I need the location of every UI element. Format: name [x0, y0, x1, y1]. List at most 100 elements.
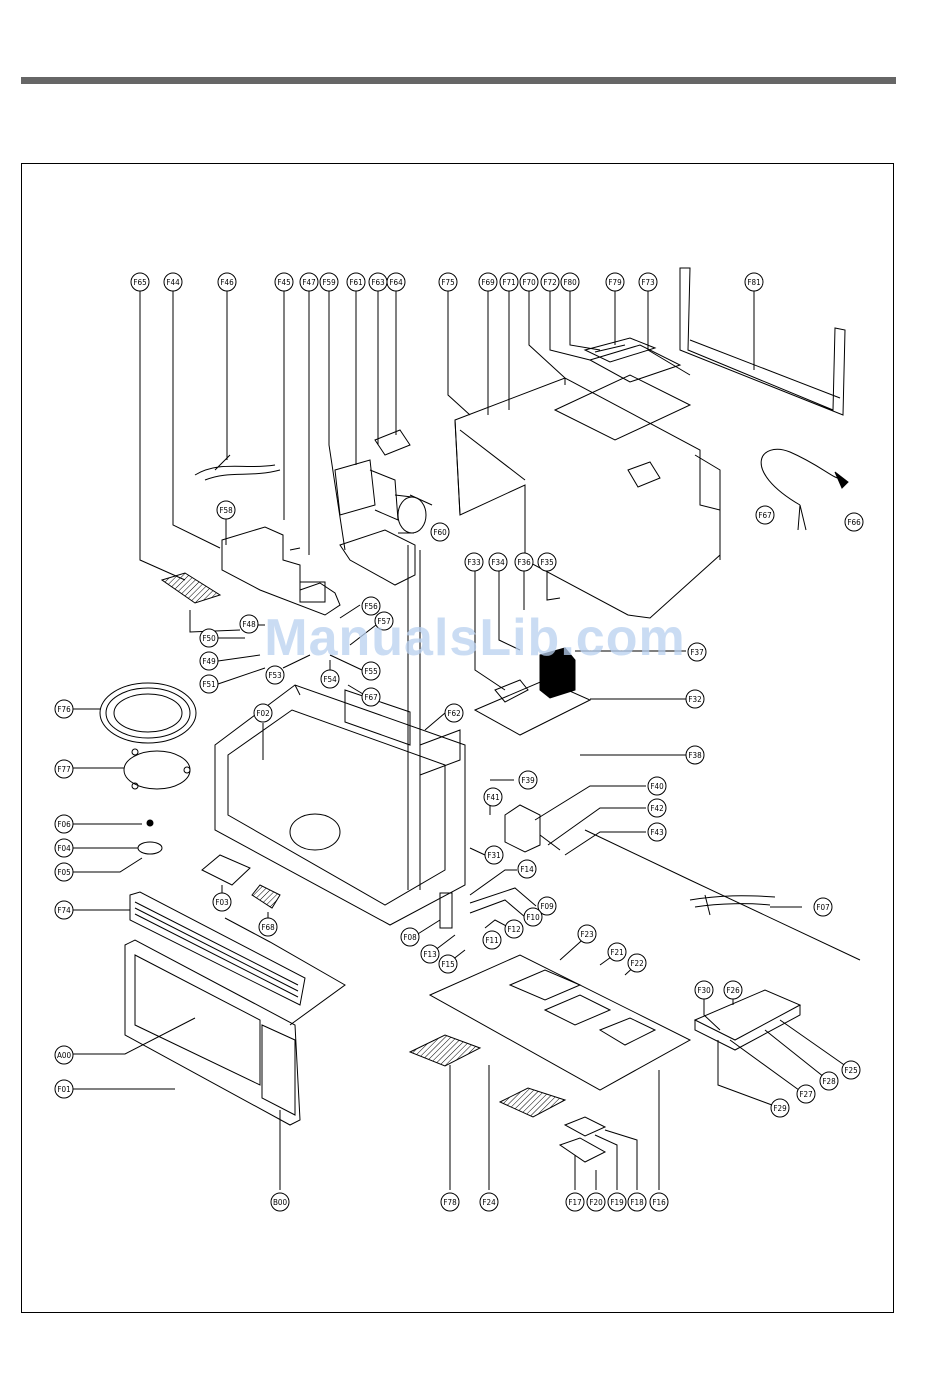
callout-bubble	[694, 980, 714, 1000]
callout-bubble	[299, 272, 319, 292]
callout-text: F13	[423, 950, 436, 959]
callout-f47: F47	[299, 272, 319, 292]
callout-bubble	[770, 1098, 790, 1118]
callout-bubble	[565, 1192, 585, 1212]
callout-f33: F33	[464, 552, 484, 572]
callout-bubble	[54, 1045, 74, 1065]
callout-bubble	[438, 954, 458, 974]
callout-bubble	[479, 1192, 499, 1212]
callout-text: F64	[389, 278, 403, 287]
callout-text: F58	[219, 506, 233, 515]
callout-f21: F21	[607, 942, 627, 962]
callout-f23: F23	[577, 924, 597, 944]
callout-bubble	[519, 272, 539, 292]
callout-bubble	[844, 512, 864, 532]
callout-text: F81	[747, 278, 760, 287]
callout-text: F20	[589, 1198, 603, 1207]
callout-bubble	[482, 930, 502, 950]
callout-f57: F57	[374, 611, 394, 631]
callout-bubble	[199, 674, 219, 694]
callout-text: F34	[491, 558, 505, 567]
callout-f40: F40	[647, 776, 667, 796]
callout-text: F74	[57, 906, 71, 915]
callout-f42: F42	[647, 798, 667, 818]
callout-text: F49	[202, 657, 216, 666]
oven-cavity-drawing	[214, 684, 466, 926]
vent-grille-drawing	[201, 854, 281, 909]
callout-bubble	[504, 919, 524, 939]
fan-motor-drawing	[334, 429, 427, 586]
callout-text: F68	[261, 923, 275, 932]
callout-text: F45	[277, 278, 290, 287]
callout-f39: F39	[518, 770, 538, 790]
header-rule	[21, 77, 896, 84]
callout-f73: F73	[638, 272, 658, 292]
callout-f08: F08	[400, 927, 420, 947]
callout-f11: F11	[482, 930, 502, 950]
callout-text: F01	[57, 1085, 70, 1094]
callout-a00: A00	[54, 1045, 74, 1065]
callout-f58: F58	[216, 500, 236, 520]
callout-bubble	[253, 703, 273, 723]
callout-bubble	[54, 900, 74, 920]
callout-b00: B00	[270, 1192, 290, 1212]
callout-bubble	[647, 822, 667, 842]
callout-bubble	[607, 1192, 627, 1212]
callout-text: A00	[57, 1051, 72, 1060]
callout-f28: F28	[819, 1071, 839, 1091]
callout-f79: F79	[605, 272, 625, 292]
magnetron-drawing	[504, 804, 561, 853]
callout-text: F78	[443, 1198, 457, 1207]
callout-f56: F56	[361, 596, 381, 616]
callout-f34: F34	[488, 552, 508, 572]
callout-bubble	[560, 272, 580, 292]
wire-harness-drawing	[194, 454, 281, 481]
callout-text: F69	[481, 278, 495, 287]
callout-text: F41	[486, 793, 499, 802]
callout-bubble	[319, 272, 339, 292]
callout-f04: F04	[54, 838, 74, 858]
callout-text: F11	[485, 936, 498, 945]
callout-f71: F71	[499, 272, 519, 292]
callout-f43: F43	[647, 822, 667, 842]
callout-f62: F62	[444, 703, 464, 723]
callout-text: F42	[650, 804, 663, 813]
callout-text: F02	[256, 709, 269, 718]
callout-bubble	[537, 552, 557, 572]
callout-f72: F72	[540, 272, 560, 292]
callout-f36: F36	[514, 552, 534, 572]
callout-f10: F10	[523, 907, 543, 927]
callout-f67: F67	[755, 505, 775, 525]
callout-bubble	[130, 272, 150, 292]
callout-f26: F26	[723, 980, 743, 1000]
callout-bubble	[605, 272, 625, 292]
callout-text: F12	[507, 925, 520, 934]
callout-f09: F09	[537, 896, 557, 916]
callout-text: F79	[608, 278, 622, 287]
callout-bubble	[258, 917, 278, 937]
callout-f37: F37	[687, 642, 707, 662]
callout-f46: F46	[217, 272, 237, 292]
callout-f02: F02	[253, 703, 273, 723]
callout-f69: F69	[478, 272, 498, 292]
callout-text: F29	[773, 1104, 787, 1113]
callout-text: F55	[364, 667, 377, 676]
diagram-frame	[21, 163, 894, 1313]
callout-text: F30	[697, 986, 711, 995]
callout-text: F33	[467, 558, 480, 567]
callout-bubble	[239, 614, 259, 634]
callout-text: F18	[630, 1198, 644, 1207]
main-harness-drawing	[689, 894, 776, 916]
callout-bubble	[478, 272, 498, 292]
callout-f29: F29	[770, 1098, 790, 1118]
parts-drawing	[99, 267, 849, 1163]
callout-bubble	[54, 838, 74, 858]
callout-text: F14	[520, 865, 534, 874]
callout-f65: F65	[130, 272, 150, 292]
air-guide-drawing	[221, 526, 341, 616]
callout-f53: F53	[265, 665, 285, 685]
callout-f25: F25	[841, 1060, 861, 1080]
callout-text: F60	[433, 528, 447, 537]
callout-bubble	[212, 892, 232, 912]
